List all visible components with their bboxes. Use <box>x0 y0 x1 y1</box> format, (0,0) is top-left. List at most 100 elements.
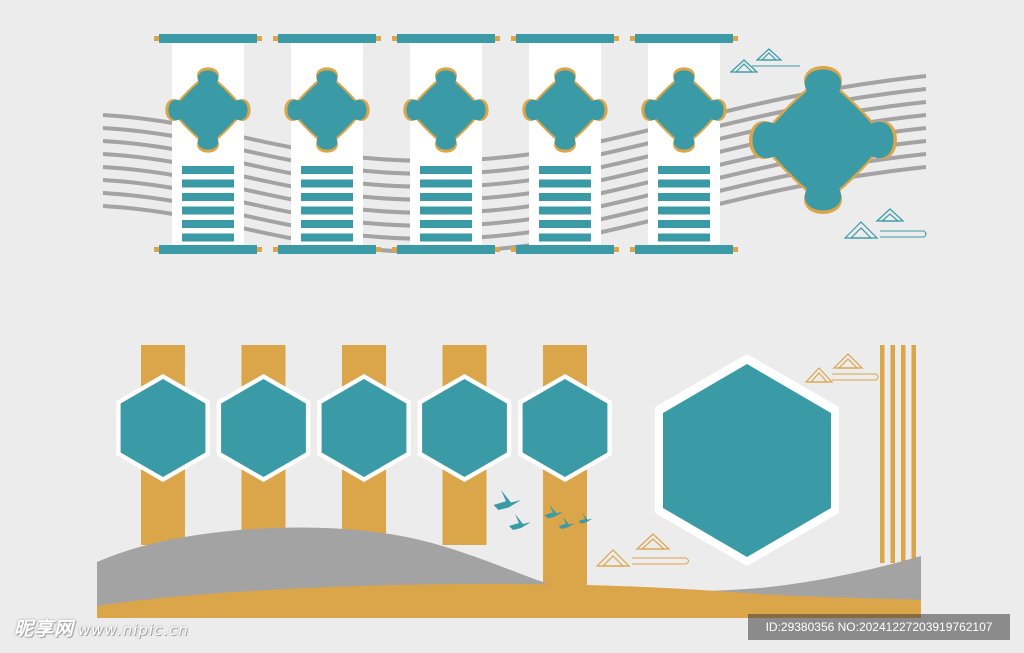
scroll-rod-top <box>516 34 614 43</box>
text-line-placeholder <box>420 193 472 201</box>
text-line-placeholder <box>658 206 710 215</box>
bird-icon <box>493 490 521 510</box>
text-line-placeholder <box>658 220 710 228</box>
gold-stripe <box>880 345 885 563</box>
text-line-placeholder <box>420 166 472 174</box>
text-line-placeholder <box>539 206 591 215</box>
scroll-frame <box>154 34 262 254</box>
text-line-placeholder <box>420 220 472 228</box>
hexagon-frame <box>317 374 411 482</box>
text-line-placeholder <box>658 233 710 242</box>
bottom-panel <box>97 345 921 618</box>
scroll-cap <box>495 36 500 41</box>
text-line-placeholder <box>182 220 234 228</box>
scroll-cap <box>273 36 278 41</box>
watermark-id-badge: ID:29380356 NO:20241227203919762107 <box>748 614 1010 640</box>
scroll-cap <box>511 247 516 252</box>
scroll-rod-top <box>159 34 257 43</box>
scroll-cap <box>733 247 738 252</box>
text-line-placeholder <box>539 179 591 188</box>
mountain-icon-bottom-right <box>804 353 879 383</box>
scroll-cap <box>154 247 159 252</box>
scroll-rod-top <box>635 34 733 43</box>
scroll-cap <box>376 36 381 41</box>
text-line-placeholder <box>420 179 472 188</box>
text-line-placeholder <box>182 193 234 201</box>
scroll-rod-bottom <box>635 245 733 254</box>
scroll-frame <box>511 34 619 254</box>
scroll-rod-top <box>397 34 495 43</box>
scroll-rod-bottom <box>397 245 495 254</box>
text-line-placeholder <box>539 220 591 228</box>
mountain-icon-cloud <box>843 208 927 239</box>
text-line-placeholder <box>301 193 353 201</box>
scroll-rod-top <box>278 34 376 43</box>
gold-ground <box>97 583 921 618</box>
hexagon-frame <box>216 374 311 482</box>
mountain-icon-top <box>729 48 800 73</box>
scroll-cap <box>154 36 159 41</box>
flying-birds <box>493 490 593 530</box>
hexagon-frame <box>116 374 210 482</box>
hexagon-fill <box>522 379 608 477</box>
gold-stripe <box>901 345 906 563</box>
text-line-placeholder <box>658 166 710 174</box>
text-line-placeholder <box>539 233 591 242</box>
hexagon-fill <box>120 379 206 477</box>
scroll-cap <box>273 247 278 252</box>
scroll-cap <box>376 247 381 252</box>
scroll-rod-bottom <box>159 245 257 254</box>
scroll-rod-bottom <box>516 245 614 254</box>
mountain-icon-bottom-center <box>595 533 689 567</box>
gold-vertical-stripes <box>880 345 916 563</box>
watermark-brand-name: 昵享网 <box>14 618 75 640</box>
text-line-placeholder <box>658 193 710 201</box>
scroll-cap <box>257 247 262 252</box>
hexagon-fill <box>221 379 306 477</box>
scroll-cap <box>495 247 500 252</box>
hexagon-fill <box>321 379 407 477</box>
scroll-cap <box>392 247 397 252</box>
scroll-frame <box>273 34 381 254</box>
scroll-cap <box>614 36 619 41</box>
scroll-cap <box>511 36 516 41</box>
gold-stripe <box>911 345 916 563</box>
bird-icon <box>578 513 593 524</box>
text-line-placeholder <box>301 206 353 215</box>
scroll-rod-bottom <box>278 245 376 254</box>
scroll-frame <box>392 34 500 254</box>
gray-hill <box>97 527 921 606</box>
scroll-cap <box>630 247 635 252</box>
text-line-placeholder <box>182 166 234 174</box>
top-panel <box>102 34 927 254</box>
text-line-placeholder <box>182 233 234 242</box>
scroll-cap <box>733 36 738 41</box>
large-hexagon-frame <box>655 354 839 566</box>
scroll-frames <box>154 34 738 254</box>
text-line-placeholder <box>539 193 591 201</box>
hexagon-frame <box>417 374 512 482</box>
hexagon-frames <box>116 374 612 482</box>
text-line-placeholder <box>301 233 353 242</box>
text-line-placeholder <box>182 179 234 188</box>
text-line-placeholder <box>420 206 472 215</box>
gold-stripe <box>890 345 895 563</box>
text-line-placeholder <box>301 166 353 174</box>
bird-icon <box>558 517 575 529</box>
scroll-cap <box>392 36 397 41</box>
text-line-placeholder <box>539 166 591 174</box>
watermark-url: www.nipic.cn <box>78 621 189 639</box>
text-line-placeholder <box>301 220 353 228</box>
scroll-cap <box>630 36 635 41</box>
scroll-cap <box>257 36 262 41</box>
text-line-placeholder <box>182 206 234 215</box>
text-line-placeholder <box>658 179 710 188</box>
text-line-placeholder <box>420 233 472 242</box>
bird-icon <box>509 514 531 530</box>
text-line-placeholder <box>301 179 353 188</box>
bird-icon <box>544 504 564 519</box>
hexagon-fill <box>422 379 507 477</box>
scroll-frame <box>630 34 738 254</box>
